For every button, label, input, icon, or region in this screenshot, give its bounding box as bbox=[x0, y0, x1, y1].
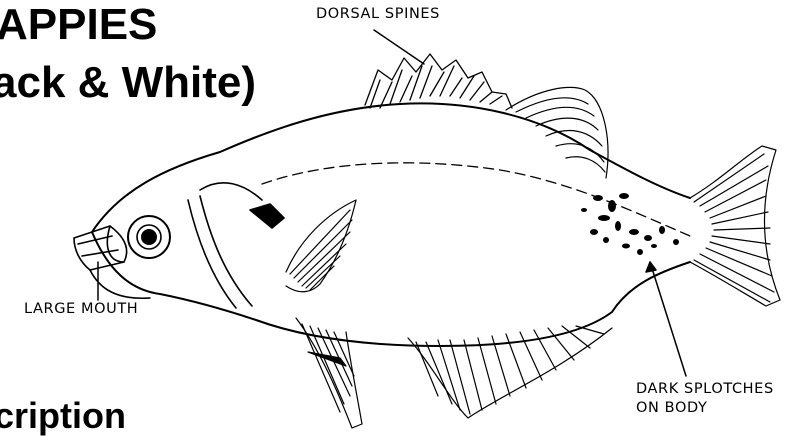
dark-splotches-callout bbox=[650, 262, 686, 376]
dark-splotches-label: DARK SPLOTCHES ON BODY bbox=[636, 380, 774, 418]
large-mouth-label: LARGE MOUTH bbox=[24, 301, 138, 317]
lateral-line bbox=[262, 163, 690, 236]
dark-splotches bbox=[581, 193, 679, 255]
pectoral-fin bbox=[286, 200, 356, 292]
dark-splotches-label-line-2: ON BODY bbox=[636, 399, 774, 418]
dark-splotches-label-line-1: DARK SPLOTCHES bbox=[636, 380, 774, 399]
soft-dorsal-fin bbox=[506, 87, 608, 178]
anal-fin bbox=[408, 326, 612, 418]
dorsal-spines-label: DORSAL SPINES bbox=[316, 6, 440, 22]
fish-eye bbox=[128, 216, 170, 258]
dorsal-spine-fin bbox=[365, 54, 512, 108]
fish-body-outline bbox=[92, 103, 690, 346]
gill-cover bbox=[188, 183, 284, 308]
dorsal-spines-callout bbox=[374, 30, 424, 64]
tail-fin bbox=[690, 146, 780, 306]
